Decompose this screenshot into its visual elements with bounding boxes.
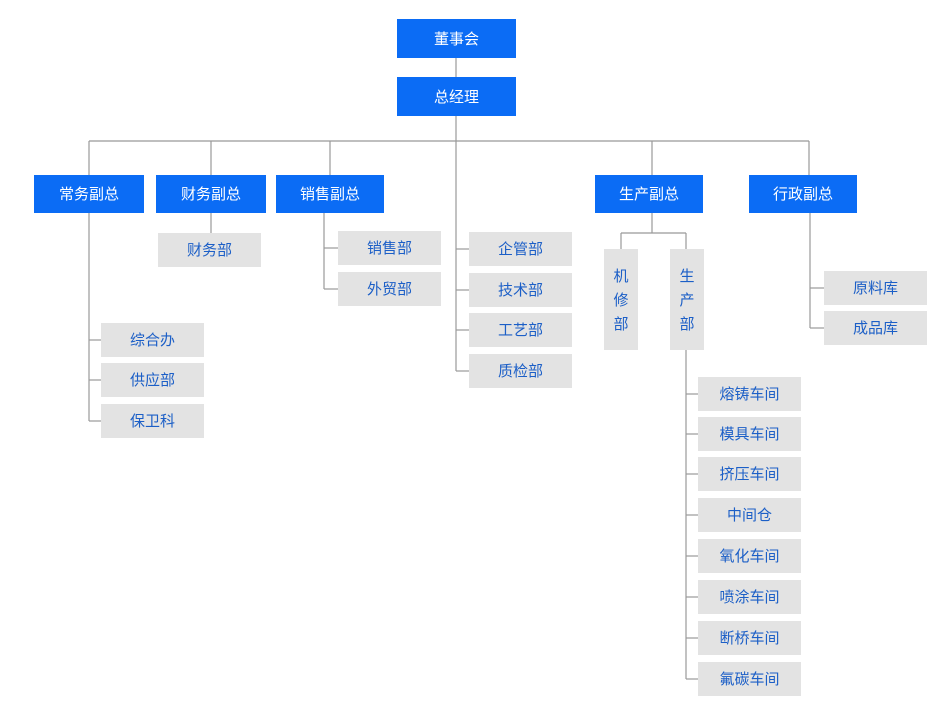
node-ws-thermal-break: 断桥车间 (698, 621, 801, 655)
node-ws-spraying: 喷涂车间 (698, 580, 801, 614)
node-ws-intermediate: 中间仓 (698, 498, 801, 532)
node-vp-general: 常务副总 (34, 175, 144, 213)
node-dept-finance: 财务部 (158, 233, 261, 267)
node-ws-fluorocarbon: 氟碳车间 (698, 662, 801, 696)
node-dept-trade: 外贸部 (338, 272, 441, 306)
node-dept-process: 工艺部 (469, 313, 572, 347)
node-vp-production: 生产副总 (595, 175, 703, 213)
node-dept-qc: 质检部 (469, 354, 572, 388)
node-ws-extrusion: 挤压车间 (698, 457, 801, 491)
node-store-raw: 原料库 (824, 271, 927, 305)
node-vp-finance: 财务副总 (156, 175, 266, 213)
node-vp-admin: 行政副总 (749, 175, 857, 213)
node-dept-maintenance: 机修部 (604, 249, 638, 350)
node-dept-production-label: 生产部 (679, 266, 695, 333)
node-dept-office: 综合办 (101, 323, 204, 357)
node-dept-supply: 供应部 (101, 363, 204, 397)
node-dept-tech: 技术部 (469, 273, 572, 307)
node-ws-casting: 熔铸车间 (698, 377, 801, 411)
node-vp-sales: 销售副总 (276, 175, 384, 213)
node-dept-maintenance-label: 机修部 (613, 266, 629, 333)
node-dept-production: 生产部 (670, 249, 704, 350)
node-board: 董事会 (397, 19, 516, 58)
node-dept-management: 企管部 (469, 232, 572, 266)
node-dept-sales: 销售部 (338, 231, 441, 265)
node-general-manager: 总经理 (397, 77, 516, 116)
node-store-finished: 成品库 (824, 311, 927, 345)
node-ws-oxidation: 氧化车间 (698, 539, 801, 573)
node-ws-mold: 模具车间 (698, 417, 801, 451)
node-dept-security: 保卫科 (101, 404, 204, 438)
